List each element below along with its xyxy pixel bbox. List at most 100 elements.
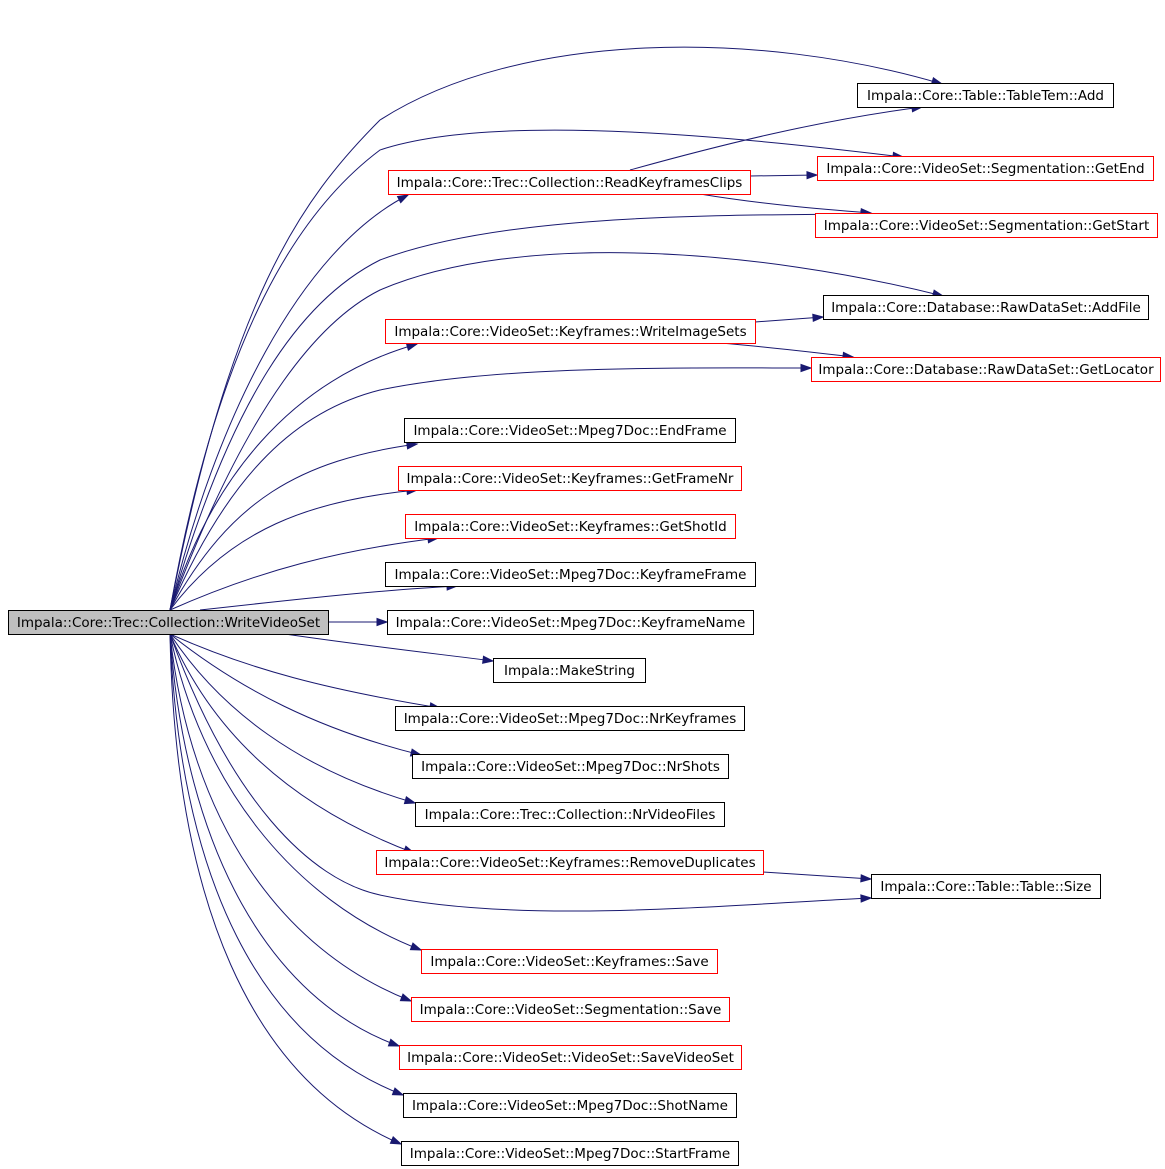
node-label: Impala::MakeString bbox=[504, 663, 635, 679]
node-seg-getstart[interactable]: Impala::Core::VideoSet::Segmentation::Ge… bbox=[815, 213, 1158, 238]
node-kf-save[interactable]: Impala::Core::VideoSet::Keyframes::Save bbox=[421, 949, 718, 974]
edge-line bbox=[169, 46, 943, 611]
node-rawdataset-addfile[interactable]: Impala::Core::Database::RawDataSet::AddF… bbox=[823, 295, 1149, 320]
node-nrvideofiles[interactable]: Impala::Core::Trec::Collection::NrVideoF… bbox=[415, 802, 725, 827]
node-readkeyframesclips[interactable]: Impala::Core::Trec::Collection::ReadKeyf… bbox=[388, 170, 751, 195]
node-label: Impala::Core::Database::RawDataSet::GetL… bbox=[818, 362, 1154, 378]
arrowhead bbox=[405, 342, 419, 351]
edge-root-to-seg-save bbox=[169, 633, 413, 1002]
node-box bbox=[404, 418, 736, 443]
node-label: Impala::Core::Trec::Collection::ReadKeyf… bbox=[397, 175, 743, 191]
node-box bbox=[376, 850, 764, 875]
edge-root-to-mpeg7-keyframename bbox=[328, 617, 389, 627]
node-label: Impala::Core::VideoSet::Mpeg7Doc::NrShot… bbox=[421, 759, 720, 775]
node-box bbox=[493, 658, 646, 683]
node-label: Impala::Core::Table::Table::Size bbox=[880, 879, 1091, 895]
edge-root-to-seg-getstart bbox=[169, 209, 873, 611]
node-label: Impala::Core::Database::RawDataSet::AddF… bbox=[831, 300, 1141, 316]
arrowhead bbox=[482, 655, 495, 664]
edge-root-to-readkeyframesclips bbox=[169, 194, 410, 611]
node-rawdataset-getlocator[interactable]: Impala::Core::Database::RawDataSet::GetL… bbox=[811, 357, 1161, 382]
node-mpeg7-startframe[interactable]: Impala::Core::VideoSet::Mpeg7Doc::StartF… bbox=[401, 1141, 739, 1166]
edge-root-to-mpeg7-nrkeyframes bbox=[169, 633, 442, 711]
node-seg-save[interactable]: Impala::Core::VideoSet::Segmentation::Sa… bbox=[411, 997, 730, 1022]
edge-root-to-savevideoset bbox=[169, 633, 401, 1047]
edge-line bbox=[629, 106, 923, 171]
node-mpeg7-keyframeframe[interactable]: Impala::Core::VideoSet::Mpeg7Doc::Keyfra… bbox=[385, 562, 756, 587]
node-label: Impala::Core::VideoSet::Mpeg7Doc::StartF… bbox=[410, 1146, 730, 1162]
node-box bbox=[403, 1093, 737, 1118]
node-box bbox=[388, 170, 751, 195]
node-label: Impala::Core::VideoSet::Keyframes::GetSh… bbox=[414, 519, 726, 535]
edge-line bbox=[169, 367, 812, 611]
node-label: Impala::Core::VideoSet::Keyframes::Remov… bbox=[384, 855, 755, 871]
node-mpeg7-nrkeyframes[interactable]: Impala::Core::VideoSet::Mpeg7Doc::NrKeyf… bbox=[395, 706, 745, 731]
node-box bbox=[399, 1045, 742, 1070]
edge-line bbox=[169, 633, 872, 912]
arrowhead bbox=[806, 170, 819, 180]
edge-line bbox=[699, 193, 872, 214]
node-box bbox=[395, 706, 745, 731]
node-box bbox=[823, 295, 1149, 320]
node-label: Impala::Core::VideoSet::Segmentation::Sa… bbox=[420, 1002, 722, 1018]
node-box bbox=[398, 466, 742, 491]
edge-line bbox=[169, 537, 439, 611]
arrowhead bbox=[389, 1136, 403, 1145]
node-makestring[interactable]: Impala::MakeString bbox=[493, 658, 646, 683]
edge-root-to-mpeg7-nrshots bbox=[169, 633, 423, 757]
edge-line bbox=[169, 633, 400, 1047]
node-kf-getframenr[interactable]: Impala::Core::VideoSet::Keyframes::GetFr… bbox=[398, 466, 742, 491]
node-label: Impala::Core::VideoSet::Mpeg7Doc::NrKeyf… bbox=[404, 711, 737, 727]
edge-root-to-mpeg7-endframe bbox=[169, 441, 419, 611]
node-tabletem-add[interactable]: Impala::Core::Table::TableTem::Add bbox=[857, 83, 1114, 108]
node-box bbox=[411, 997, 730, 1022]
node-box bbox=[385, 562, 756, 587]
edge-line bbox=[169, 489, 418, 611]
edge-root-to-mpeg7-shotname bbox=[169, 633, 405, 1096]
arrowhead bbox=[396, 194, 410, 204]
arrowhead bbox=[399, 993, 413, 1002]
node-mpeg7-keyframename[interactable]: Impala::Core::VideoSet::Mpeg7Doc::Keyfra… bbox=[387, 610, 754, 635]
edge-line bbox=[169, 129, 904, 611]
arrowhead bbox=[376, 617, 389, 627]
edge-root-to-kf-removeduplicates bbox=[169, 633, 416, 854]
node-label: Impala::Core::Trec::Collection::NrVideoF… bbox=[425, 807, 716, 823]
node-seg-getend[interactable]: Impala::Core::VideoSet::Segmentation::Ge… bbox=[817, 156, 1154, 181]
edge-line bbox=[169, 633, 441, 709]
edge-line bbox=[169, 213, 872, 611]
node-label: Impala::Core::VideoSet::Keyframes::Save bbox=[430, 954, 708, 970]
node-label: Impala::Core::VideoSet::Mpeg7Doc::ShotNa… bbox=[412, 1098, 728, 1114]
node-kf-removeduplicates[interactable]: Impala::Core::VideoSet::Keyframes::Remov… bbox=[376, 850, 764, 875]
node-mpeg7-endframe[interactable]: Impala::Core::VideoSet::Mpeg7Doc::EndFra… bbox=[404, 418, 736, 443]
node-label: Impala::Core::VideoSet::Segmentation::Ge… bbox=[826, 161, 1144, 177]
edge-root-to-mpeg7-startframe bbox=[169, 633, 403, 1145]
edge-root-to-nrvideofiles bbox=[169, 633, 417, 805]
node-box bbox=[385, 319, 756, 344]
edge-line bbox=[169, 343, 418, 611]
edge-line bbox=[169, 633, 415, 854]
edge-root-to-writeimagesets bbox=[169, 342, 419, 611]
edge-line bbox=[169, 633, 416, 804]
edge-writeimagesets-to-rawdataset-addfile bbox=[754, 313, 825, 323]
edge-root-to-mpeg7-keyframeframe bbox=[199, 582, 459, 611]
node-mpeg7-shotname[interactable]: Impala::Core::VideoSet::Mpeg7Doc::ShotNa… bbox=[403, 1093, 737, 1118]
arrowhead bbox=[860, 874, 873, 883]
node-label: Impala::Core::VideoSet::Keyframes::GetFr… bbox=[407, 471, 734, 487]
edge-line bbox=[169, 443, 418, 611]
node-writeimagesets[interactable]: Impala::Core::VideoSet::Keyframes::Write… bbox=[385, 319, 756, 344]
edge-writeimagesets-to-rawdataset-getlocator bbox=[719, 342, 855, 360]
node-mpeg7-nrshots[interactable]: Impala::Core::VideoSet::Mpeg7Doc::NrShot… bbox=[412, 754, 729, 779]
root-node[interactable]: Impala::Core::Trec::Collection::WriteVid… bbox=[8, 610, 329, 635]
node-box bbox=[8, 610, 329, 635]
node-table-size[interactable]: Impala::Core::Table::Table::Size bbox=[871, 874, 1101, 899]
edge-line bbox=[169, 194, 409, 611]
edge-line bbox=[169, 633, 412, 1002]
node-savevideoset[interactable]: Impala::Core::VideoSet::VideoSet::SaveVi… bbox=[399, 1045, 742, 1070]
nodes-layer: Impala::Core::Trec::Collection::WriteVid… bbox=[8, 83, 1161, 1166]
node-kf-getshotid[interactable]: Impala::Core::VideoSet::Keyframes::GetSh… bbox=[405, 514, 736, 539]
edge-readkeyframesclips-to-seg-getstart bbox=[699, 193, 873, 217]
arrowhead bbox=[409, 942, 423, 951]
edge-line bbox=[169, 633, 404, 1096]
node-label: Impala::Core::VideoSet::Mpeg7Doc::EndFra… bbox=[413, 423, 726, 439]
node-box bbox=[387, 610, 754, 635]
